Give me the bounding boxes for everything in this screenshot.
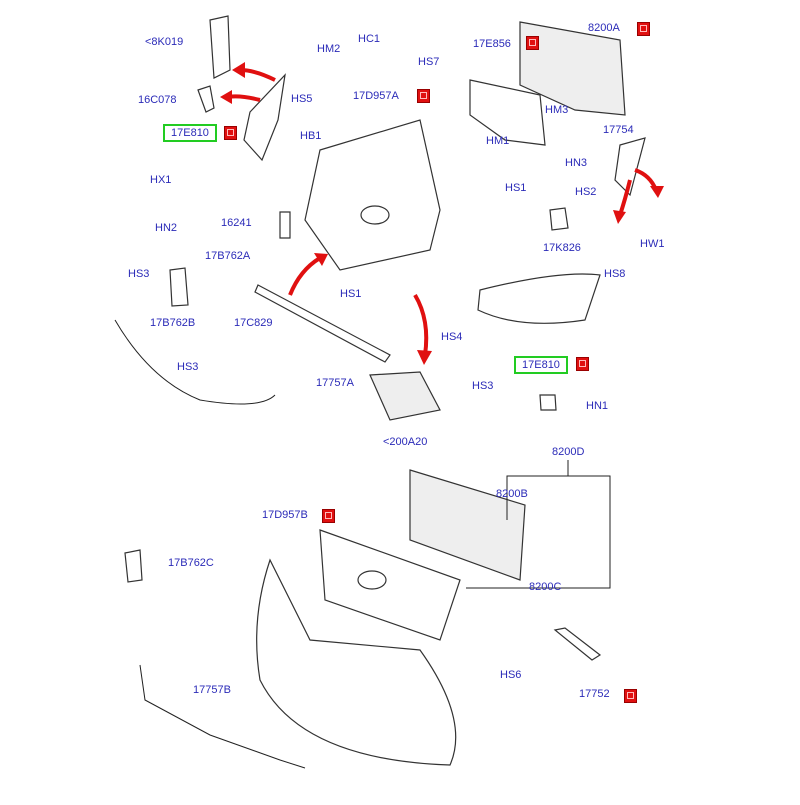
label-17754: 17754	[603, 124, 634, 136]
part-17B762	[169, 267, 189, 307]
reference-badge-icon	[224, 126, 237, 140]
lower-grille-emblem	[357, 570, 387, 590]
part-17754	[614, 137, 646, 197]
label-16C078: 16C078	[138, 94, 177, 106]
arrow-to-17C829	[288, 256, 322, 296]
label-17D957A: 17D957A	[353, 90, 399, 102]
part-17752	[553, 627, 602, 661]
label-HM1: HM1	[486, 135, 510, 147]
grille-emblem	[360, 205, 390, 225]
reference-badge-icon	[526, 36, 539, 50]
label-17C829: 17C829	[234, 317, 273, 329]
label-HB1: HB1	[300, 130, 322, 142]
label-17757A: 17757A	[316, 377, 354, 389]
label-17757B: 17757B	[193, 684, 231, 696]
label-17E810-top: 17E810	[163, 124, 217, 142]
part-17D957B-bumper	[256, 558, 457, 766]
part-16C078	[197, 85, 215, 113]
arrow-to-8K019	[239, 68, 276, 82]
label-HS1-mid: HS1	[340, 288, 362, 300]
label-HM3: HM3	[545, 104, 569, 116]
label-16241: 16241	[221, 217, 252, 229]
part-17E856	[469, 79, 546, 146]
label-HX1: HX1	[150, 174, 172, 186]
reference-badge-icon	[624, 689, 637, 703]
reference-badge-icon	[322, 509, 335, 523]
label-HS7: HS7	[418, 56, 440, 68]
label-HN1: HN1	[586, 400, 609, 412]
part-8200B	[409, 469, 526, 581]
reference-badge-icon	[417, 89, 430, 103]
part-8K019	[209, 15, 231, 79]
arrowhead-HW1	[650, 186, 664, 198]
label-17B762B: 17B762B	[150, 317, 196, 329]
arrow-to-200A20	[413, 293, 429, 356]
reference-badge-icon	[576, 357, 589, 371]
arrow-to-16C078	[227, 94, 261, 102]
arrowhead-8K019	[232, 62, 245, 78]
label-8200B: 8200B	[496, 488, 528, 500]
arrowhead-200A20	[417, 350, 432, 365]
label-HC1: HC1	[358, 33, 381, 45]
label-HS1-top: HS1	[505, 182, 527, 194]
label-8K019: <8K019	[145, 36, 184, 48]
label-HS5: HS5	[291, 93, 313, 105]
part-200A20	[369, 371, 441, 421]
label-8200D: 8200D	[552, 446, 585, 458]
arrowhead-16C078	[220, 90, 232, 104]
leader-8200D	[466, 460, 611, 589]
label-HW1: HW1	[640, 238, 665, 250]
part-8200C-grille	[319, 529, 461, 641]
label-17D957B: 17D957B	[262, 509, 308, 521]
part-8200A	[519, 21, 626, 116]
label-HS3-lower: HS3	[177, 361, 199, 373]
label-8200C: 8200C	[529, 581, 562, 593]
arrowhead-17C829	[314, 253, 328, 266]
label-8200A: 8200A	[588, 22, 620, 34]
label-17E810-mid: 17E810	[514, 356, 568, 374]
part-HN1	[539, 394, 557, 411]
reference-badge-icon	[637, 22, 650, 36]
part-17B762C	[124, 549, 143, 583]
part-17E810-bumper	[477, 273, 601, 324]
part-16241	[279, 211, 291, 239]
label-HN2: HN2	[155, 222, 178, 234]
part-17D957A-grille	[304, 119, 441, 271]
label-17B762C: 17B762C	[168, 557, 214, 569]
part-wheel-liner	[243, 73, 286, 162]
part-17K826	[549, 207, 569, 231]
label-17B762A: 17B762A	[205, 250, 251, 262]
label-17E856: 17E856	[473, 38, 511, 50]
label-HS2: HS2	[575, 186, 597, 198]
part-17757B-hose	[139, 664, 306, 769]
label-200A20: <200A20	[383, 436, 428, 448]
part-17757A-hose	[114, 319, 276, 405]
label-HM2: HM2	[317, 43, 341, 55]
arrowhead-HS8	[613, 210, 626, 224]
label-HN3: HN3	[565, 157, 588, 169]
label-HS3-right: HS3	[472, 380, 494, 392]
label-HS4: HS4	[441, 331, 463, 343]
label-HS6: HS6	[500, 669, 522, 681]
label-17K826: 17K826	[543, 242, 581, 254]
part-17C829	[254, 284, 391, 363]
label-17752: 17752	[579, 688, 610, 700]
label-HS3-left: HS3	[128, 268, 150, 280]
label-HS8: HS8	[604, 268, 626, 280]
